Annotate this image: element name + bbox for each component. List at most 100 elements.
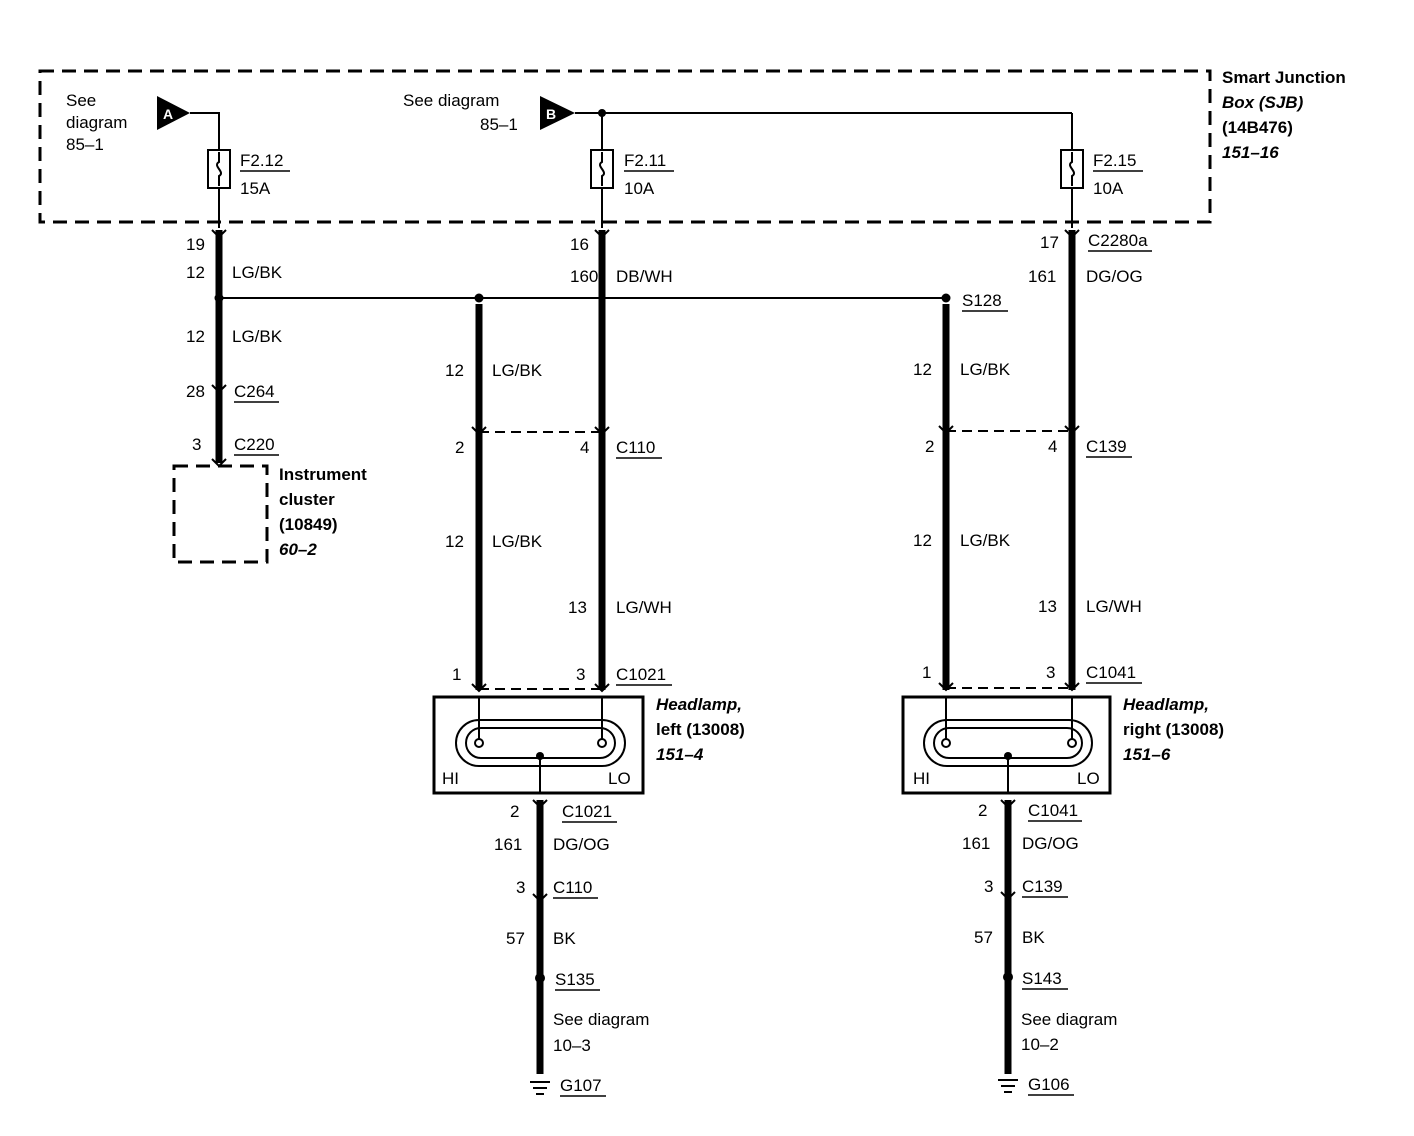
left-see-line2: 10–3 [553, 1036, 591, 1055]
wire-lgbk-label: LG/BK [232, 263, 283, 282]
splice-s143: S143 [1022, 969, 1062, 988]
wire-bk-label: BK [1022, 928, 1045, 947]
c110-pin-2: 2 [455, 438, 464, 457]
headlamp-right-reference: 151–6 [1123, 745, 1171, 764]
headlamp-right-lo: LO [1077, 769, 1100, 788]
wire-dbwh-label: DB/WH [616, 267, 673, 286]
splice-s135-dot [535, 973, 545, 983]
c1021-pin-3: 3 [576, 665, 585, 684]
connector-c1041-ground: C1041 [1028, 801, 1078, 820]
wire-12-label: 12 [913, 531, 932, 550]
c139-pin-4: 4 [1048, 437, 1057, 456]
wire-12-label: 12 [913, 360, 932, 379]
connector-c220: C220 [234, 435, 275, 454]
headlamp-left-bulb-icon [455, 697, 626, 793]
c1021-pin-1: 1 [452, 665, 461, 684]
wire-57-label: 57 [506, 929, 525, 948]
headlamp-left-name-line1: Headlamp, [656, 695, 742, 714]
headlamp-left-lo: LO [608, 769, 631, 788]
splice-dot [214, 293, 224, 303]
headlamp-left-reference: 151–4 [656, 745, 704, 764]
wire-lgwh-label: LG/WH [1086, 597, 1142, 616]
fuse-f2-11-icon [590, 149, 614, 189]
connector-c2280a: C2280a [1088, 231, 1148, 250]
connector-c1021-ground: C1021 [562, 802, 612, 821]
ref-b-triangle-icon: B [540, 96, 575, 130]
wire-lgbk-label: LG/BK [492, 361, 543, 380]
connector-c139: C139 [1086, 437, 1127, 456]
wire-12-label: 12 [445, 361, 464, 380]
c1041-pin-3: 3 [1046, 663, 1055, 682]
fuse-f2-15-icon [1060, 149, 1084, 189]
ref-b-line2: 85–1 [480, 115, 518, 134]
c110-pin-4: 4 [580, 438, 589, 457]
fuse-f2-12-name: F2.12 [240, 151, 283, 170]
splice-s135: S135 [555, 970, 595, 989]
wire-161-label: 161 [962, 834, 990, 853]
connector-c264: C264 [234, 382, 275, 401]
connector-c110-ground: C110 [553, 878, 592, 897]
connector-c1021: C1021 [616, 665, 666, 684]
sjb-outline [38, 69, 1212, 224]
sjb-part-number: (14B476) [1222, 118, 1293, 137]
fuse-f2-11-rating: 10A [624, 179, 655, 198]
splice-s128: S128 [962, 291, 1002, 310]
connector-c110: C110 [616, 438, 655, 457]
fuse-f2-12-rating: 15A [240, 179, 271, 198]
right-see-line2: 10–2 [1021, 1035, 1059, 1054]
sjb-pin-16: 16 [570, 235, 589, 254]
right-c139-pin-3: 3 [984, 877, 993, 896]
ref-a-triangle-icon: A [157, 96, 190, 130]
wire-12-label: 12 [186, 263, 205, 282]
left-see-line1: See diagram [553, 1010, 649, 1029]
fuse-f2-12-icon [207, 149, 231, 189]
wire-dgog-label: DG/OG [1086, 267, 1143, 286]
headlamp-right-box [901, 695, 1112, 795]
right-see-line1: See diagram [1021, 1010, 1117, 1029]
wire-12-label: 12 [445, 532, 464, 551]
ref-a-letter: A [163, 106, 173, 122]
ground-g106: G106 [1028, 1075, 1070, 1094]
ref-a-line3: 85–1 [66, 135, 104, 154]
wire-161-label: 161 [1028, 267, 1056, 286]
cluster-name-line2: cluster [279, 490, 335, 509]
wire-lgbk-label: LG/BK [960, 531, 1011, 550]
headlamp-left-box [432, 695, 645, 795]
c1041-pin-1: 1 [922, 663, 931, 682]
splice-s143-dot [1003, 972, 1013, 982]
cluster-reference: 60–2 [279, 540, 317, 559]
wire-bk-label: BK [553, 929, 576, 948]
sjb-name-line1: Smart Junction [1222, 68, 1346, 87]
wire-lgbk-label: LG/BK [492, 532, 543, 551]
wire-13-label: 13 [568, 598, 587, 617]
sjb-pin-19: 19 [186, 235, 205, 254]
sjb-pin-17: 17 [1040, 233, 1059, 252]
wire-lgwh-label: LG/WH [616, 598, 672, 617]
connector-c139-ground: C139 [1022, 877, 1063, 896]
cluster-pin-28: 28 [186, 382, 205, 401]
fuse-f2-11-name: F2.11 [624, 151, 666, 170]
instrument-cluster-box [172, 464, 269, 564]
wire-13-label: 13 [1038, 597, 1057, 616]
splice-dot [474, 293, 484, 303]
fuse-f2-15-name: F2.15 [1093, 151, 1136, 170]
wire-lgbk-label: LG/BK [232, 327, 283, 346]
left-c110-pin-3: 3 [516, 878, 525, 897]
wire-12-label: 12 [186, 327, 205, 346]
wire-lgbk-label: LG/BK [960, 360, 1011, 379]
left-ground-pin-2: 2 [510, 802, 519, 821]
ground-g107-icon [530, 1081, 550, 1095]
splice-dot [598, 109, 606, 117]
headlamp-right-name-line1: Headlamp, [1123, 695, 1209, 714]
wire-dgog-label: DG/OG [1022, 834, 1079, 853]
wire-161-label: 161 [494, 835, 522, 854]
headlamp-left-name-line2: left (13008) [656, 720, 745, 739]
ref-a-line2: diagram [66, 113, 127, 132]
splice-s128-dot [941, 293, 951, 303]
headlamp-right-name-line2: right (13008) [1123, 720, 1224, 739]
wire-57-label: 57 [974, 928, 993, 947]
fuse-f2-15-rating: 10A [1093, 179, 1124, 198]
ground-g107: G107 [560, 1076, 602, 1095]
cluster-part-number: (10849) [279, 515, 338, 534]
